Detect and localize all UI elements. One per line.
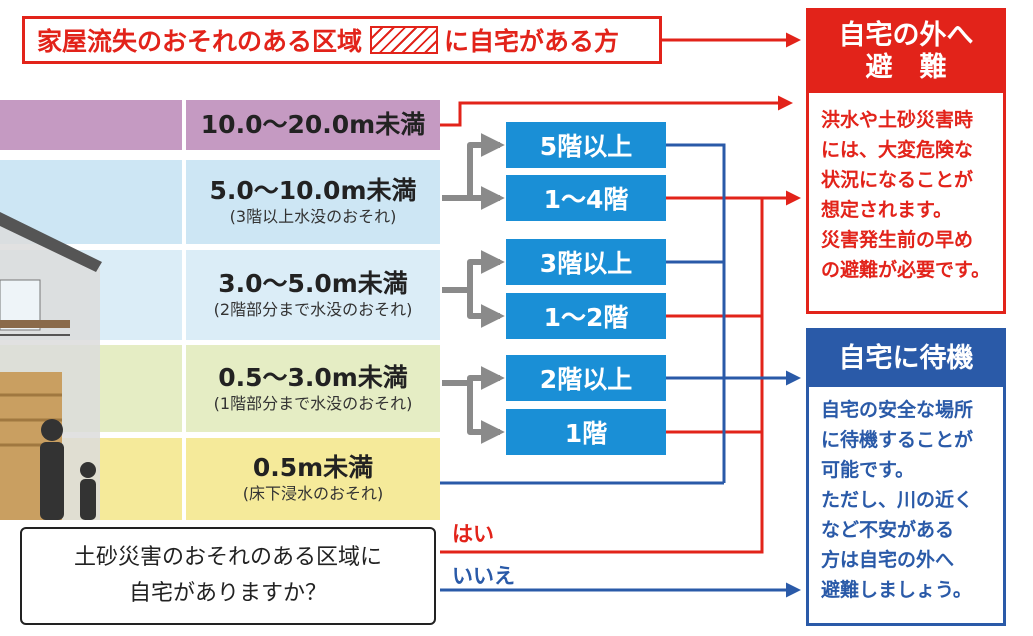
evacuate-text-line: 洪水や土砂災害時 [821, 109, 974, 131]
banner-text-after: に自宅がある方 [444, 27, 620, 56]
stay-text: 自宅の安全な場所 に待機することが 可能です。 ただし、川の近く など不安がある… [809, 387, 1003, 605]
stay-panel: 自宅に待機 自宅の安全な場所 に待機することが 可能です。 ただし、川の近く な… [806, 328, 1006, 626]
stay-text-line: など不安がある [821, 519, 955, 541]
branch-arrow-1 [442, 133, 505, 201]
red-line-yes [440, 198, 764, 554]
question-line2: 自宅がありますか？ [128, 581, 327, 606]
evacuate-text-line: 状況になることが [821, 169, 974, 191]
floor-label: 2階以上 [539, 365, 633, 394]
stay-text-line: 可能です。 [821, 459, 915, 481]
evacuate-title-line1: 自宅の外へ [838, 20, 974, 51]
evacuate-text-line: には、大変危険な [821, 139, 974, 161]
floor-5-up: 5階以上 [506, 122, 666, 168]
stay-title: 自宅に待機 [838, 343, 974, 374]
evacuate-title-line2: 避 難 [865, 52, 947, 83]
evacuate-text: 洪水や土砂災害時 には、大変危険な 状況になることが 想定されます。 災害発生前… [809, 93, 1003, 285]
depth-level-label: 3.0～5.0m未満 [218, 269, 408, 298]
depth-level-note: (床下浸水のおそれ) [242, 484, 384, 503]
evacuate-header: 自宅の外へ 避 難 [809, 11, 1003, 93]
floor-label: 1階 [564, 419, 608, 448]
branch-arrow-3 [442, 250, 505, 293]
floor-1-2: 1～2階 [506, 293, 666, 339]
floor-3-up: 3階以上 [506, 239, 666, 285]
depth-level-note: (1階部分まで水没のおそれ) [213, 393, 413, 413]
floor-1: 1階 [506, 409, 666, 455]
stay-text-line: 避難しましょう。 [821, 579, 972, 601]
depth-level-note: (2階部分まで水没のおそれ) [213, 300, 413, 319]
band-top [0, 100, 182, 150]
answer-no: いいえ [452, 564, 515, 588]
landslide-question: 土砂災害のおそれのある区域に 自宅がありますか？ [20, 527, 436, 625]
stay-text-line: ただし、川の近く [821, 489, 974, 511]
depth-level-note: (3階以上水没のおそれ) [229, 207, 397, 226]
floor-label: 3階以上 [539, 249, 633, 278]
depth-level-label: 5.0～10.0m未満 [209, 176, 417, 205]
stay-text-line: 方は自宅の外へ [821, 549, 955, 571]
stay-text-line: 自宅の安全な場所 [821, 399, 974, 421]
depth-level-label: 0.5～3.0m未満 [218, 362, 408, 392]
hatch-pattern-icon [370, 26, 439, 54]
floor-label: 1～2階 [543, 303, 629, 332]
stay-text-line: に待機することが [821, 429, 974, 451]
evacuate-text-line: の避難が必要です。 [821, 259, 991, 281]
floor-1-4: 1～4階 [506, 175, 666, 221]
branch-arrow-4 [467, 290, 505, 328]
depth-level-2: 5.0～10.0m未満 (3階以上水没のおそれ) [186, 160, 440, 244]
depth-level-4: 0.5～3.0m未満 (1階部分まで水没のおそれ) [186, 345, 440, 432]
evacuate-text-line: 想定されます。 [821, 199, 953, 221]
depth-level-5: 0.5m未満 (床下浸水のおそれ) [186, 438, 440, 520]
depth-level-3: 3.0～5.0m未満 (2階部分まで水没のおそれ) [186, 250, 440, 340]
flood-area-banner: 家屋流失のおそれのある区域 に自宅がある方 [22, 16, 662, 64]
question-line1: 土砂災害のおそれのある区域に [73, 545, 382, 570]
branch-arrow-5 [442, 366, 505, 390]
house-illustration [0, 212, 102, 520]
floor-2-up: 2階以上 [506, 355, 666, 401]
red-line-top [440, 95, 793, 127]
branch-arrow-6 [467, 383, 505, 444]
depth-level-1: 10.0～20.0m未満 [186, 100, 440, 150]
evacuate-panel: 自宅の外へ 避 難 洪水や土砂災害時 には、大変危険な 状況になることが 想定さ… [806, 8, 1006, 314]
depth-level-label: 0.5m未満 [252, 453, 374, 482]
floor-label: 1～4階 [543, 185, 629, 214]
depth-level-label: 10.0～20.0m未満 [200, 110, 426, 139]
banner-text-before: 家屋流失のおそれのある区域 [37, 27, 363, 56]
evacuate-text-line: 災害発生前の早め [821, 229, 974, 251]
stay-header: 自宅に待機 [809, 331, 1003, 387]
answer-yes: はい [452, 522, 494, 546]
blue-line-5f [666, 143, 726, 483]
floor-label: 5階以上 [539, 132, 633, 161]
